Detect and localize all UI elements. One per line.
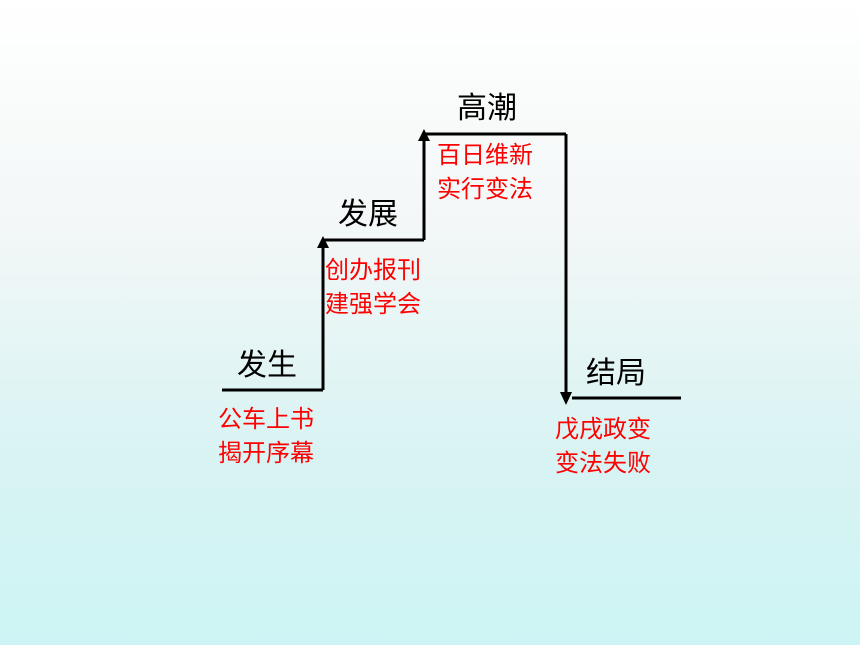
stage-desc-climax: 百日维新 实行变法 — [437, 138, 533, 206]
stage-desc-climax-line2: 实行变法 — [437, 175, 533, 203]
stage-label-origin: 发生 — [237, 348, 297, 383]
stage-label-develop: 发展 — [338, 197, 398, 232]
arrow-up-1-head — [317, 236, 329, 248]
stage-desc-origin: 公车上书 揭开序幕 — [218, 402, 314, 470]
stage-desc-climax-line1: 百日维新 — [437, 141, 533, 169]
stage-desc-end-line1: 戊戌政变 — [555, 415, 651, 443]
stage-desc-end-line2: 变法失败 — [555, 449, 651, 477]
stage-desc-origin-line2: 揭开序幕 — [218, 439, 314, 467]
stage-label-climax: 高潮 — [457, 91, 517, 126]
arrow-down-head — [560, 392, 572, 405]
stage-desc-end: 戊戌政变 变法失败 — [555, 412, 651, 480]
stage-label-end: 结局 — [586, 356, 646, 391]
stage-desc-develop-line2: 建强学会 — [325, 290, 421, 318]
stage-desc-develop-line1: 创办报刊 — [325, 256, 421, 284]
stage-desc-develop: 创办报刊 建强学会 — [325, 253, 421, 321]
stage-desc-origin-line1: 公车上书 — [218, 405, 314, 433]
